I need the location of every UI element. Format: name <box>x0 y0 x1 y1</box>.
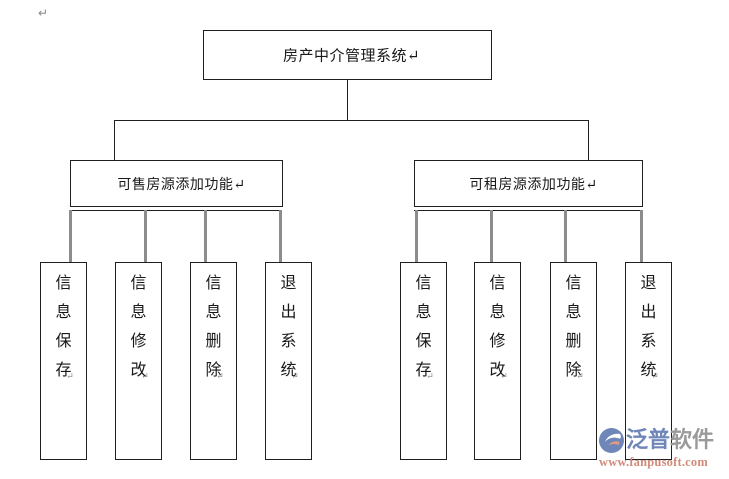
connector-sale-leaf-3 <box>204 210 207 263</box>
connector-sale-leaf-1 <box>69 210 72 263</box>
paragraph-mark: ↵ <box>651 371 659 381</box>
char: 改 <box>130 362 147 379</box>
char: 保 <box>415 333 432 350</box>
node-leaf-sale-edit[interactable]: 信 息 修 改 ↵ <box>115 262 162 460</box>
char: 修 <box>130 333 147 350</box>
fanpu-logo-icon <box>598 427 625 454</box>
connector-rent-leaf-1 <box>415 210 418 263</box>
char: 存 <box>415 362 432 379</box>
char: 改 <box>489 362 506 379</box>
node-leaf-sale-save-label: 信 息 保 存 ↵ <box>41 269 86 381</box>
char: 系 <box>640 333 657 350</box>
char: 退 <box>640 275 657 292</box>
paragraph-mark: ↵ <box>291 371 299 381</box>
char: 删 <box>205 333 222 350</box>
node-root-system[interactable]: 房产中介管理系统↵ <box>203 30 492 80</box>
node-branch-rent[interactable]: 可租房源添加功能↵ <box>414 160 643 207</box>
char: 除 <box>565 362 582 379</box>
connector-sale-leaf-4 <box>279 210 282 263</box>
char: 息 <box>55 304 72 321</box>
char: 息 <box>130 304 147 321</box>
node-leaf-sale-delete[interactable]: 信 息 删 除 ↵ <box>190 262 237 460</box>
node-leaf-rent-save-label: 信 息 保 存 ↵ <box>401 269 446 381</box>
node-leaf-sale-edit-label: 信 息 修 改 ↵ <box>116 269 161 381</box>
connector-sale-bus <box>70 210 282 211</box>
char: 信 <box>205 275 222 292</box>
paragraph-mark: ↵ <box>216 371 224 381</box>
connector-root-to-sale <box>114 120 115 161</box>
char: 信 <box>565 275 582 292</box>
char: 出 <box>640 304 657 321</box>
char: 除 <box>205 362 222 379</box>
node-branch-sale[interactable]: 可售房源添加功能↵ <box>70 160 283 207</box>
char: 信 <box>489 275 506 292</box>
char: 存 <box>55 362 72 379</box>
connector-sale-leaf-2 <box>144 210 147 263</box>
char: 退 <box>280 275 297 292</box>
paragraph-mark: ↵ <box>576 371 584 381</box>
node-leaf-rent-edit[interactable]: 信 息 修 改 ↵ <box>474 262 521 460</box>
char: 息 <box>565 304 582 321</box>
node-leaf-rent-exit[interactable]: 退 出 系 统 ↵ <box>625 262 672 460</box>
paragraph-mark: ↵ <box>500 371 508 381</box>
char: 息 <box>415 304 432 321</box>
char: 息 <box>489 304 506 321</box>
char: 系 <box>280 333 297 350</box>
char: 统 <box>640 362 657 379</box>
connector-rent-bus <box>414 210 643 211</box>
paragraph-mark: ↵ <box>66 371 74 381</box>
node-leaf-sale-delete-label: 信 息 删 除 ↵ <box>191 269 236 381</box>
node-leaf-sale-exit[interactable]: 退 出 系 统 ↵ <box>265 262 312 460</box>
node-leaf-rent-delete-label: 信 息 删 除 ↵ <box>551 269 596 381</box>
node-root-label: 房产中介管理系统↵ <box>282 48 421 65</box>
char: 修 <box>489 333 506 350</box>
char: 删 <box>565 333 582 350</box>
connector-root-bus <box>114 120 589 121</box>
char: 信 <box>415 275 432 292</box>
connector-root-to-rent <box>588 120 589 161</box>
char: 出 <box>280 304 297 321</box>
node-leaf-rent-exit-label: 退 出 系 统 ↵ <box>626 269 671 381</box>
connector-rent-leaf-2 <box>490 210 493 263</box>
connector-rent-leaf-4 <box>640 210 643 263</box>
watermark-brand-part-2: 软件 <box>670 427 715 452</box>
node-leaf-sale-exit-label: 退 出 系 统 ↵ <box>266 269 311 381</box>
char: 信 <box>130 275 147 292</box>
char: 保 <box>55 333 72 350</box>
paragraph-mark: ↵ <box>141 371 149 381</box>
node-leaf-rent-edit-label: 信 息 修 改 ↵ <box>475 269 520 381</box>
node-branch-rent-label: 可租房源添加功能↵ <box>469 177 598 193</box>
node-leaf-rent-save[interactable]: 信 息 保 存 ↵ <box>400 262 447 460</box>
node-leaf-rent-delete[interactable]: 信 息 删 除 ↵ <box>550 262 597 460</box>
char: 息 <box>205 304 222 321</box>
connector-rent-leaf-3 <box>564 210 567 263</box>
node-leaf-sale-save[interactable]: 信 息 保 存 ↵ <box>40 262 87 460</box>
char: 信 <box>55 275 72 292</box>
node-branch-sale-label: 可售房源添加功能↵ <box>117 177 246 193</box>
paragraph-mark: ↵ <box>38 6 49 20</box>
paragraph-mark: ↵ <box>426 371 434 381</box>
char: 统 <box>280 362 297 379</box>
connector-root-stem <box>347 80 348 120</box>
